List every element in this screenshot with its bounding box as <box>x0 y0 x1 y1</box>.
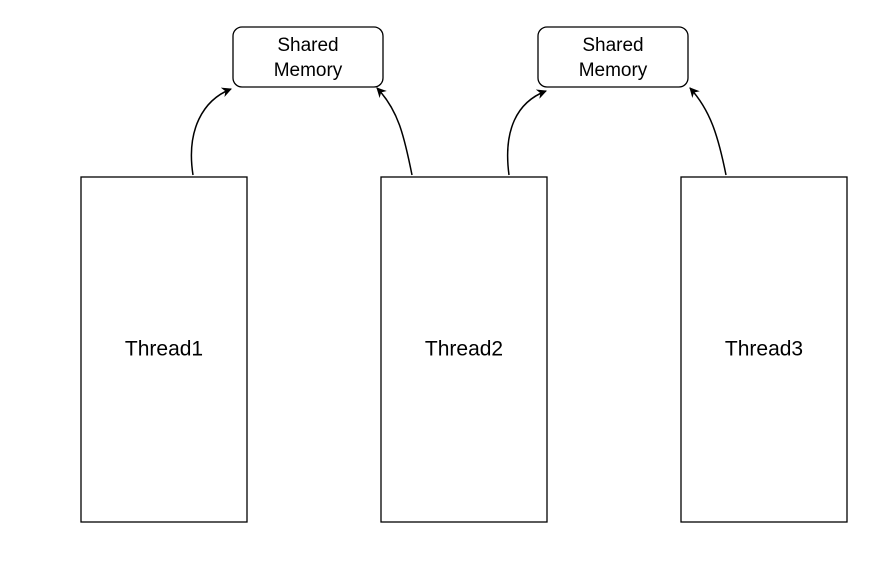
shared-memory-2-line1: Shared <box>582 35 643 56</box>
arrow-thread2-to-shared-memory-1 <box>376 87 413 176</box>
thread-1-box <box>80 176 248 523</box>
shared-memory-1-line2: Memory <box>274 60 343 81</box>
thread-3[interactable]: Thread3 <box>680 176 848 523</box>
thread-2-box <box>380 176 548 523</box>
thread-3-box <box>680 176 848 523</box>
shared-memory-2[interactable]: Shared Memory <box>537 26 689 88</box>
arrow-thread1-to-shared-memory-1 <box>190 87 232 176</box>
shared-memory-2-box <box>537 26 689 88</box>
arrow-thread2-to-shared-memory-2 <box>506 89 547 176</box>
thread-1[interactable]: Thread1 <box>80 176 248 523</box>
thread-3-label: Thread3 <box>725 338 803 361</box>
shared-memory-2-line2: Memory <box>579 60 648 81</box>
arrow-thread3-to-shared-memory-2 <box>689 87 727 176</box>
thread-2[interactable]: Thread2 <box>380 176 548 523</box>
thread-2-label: Thread2 <box>425 338 503 361</box>
shared-memory-1-box <box>232 26 384 88</box>
shared-memory-1-line1: Shared <box>277 35 338 56</box>
shared-memory-1[interactable]: Shared Memory <box>232 26 384 88</box>
thread-1-label: Thread1 <box>125 338 203 361</box>
